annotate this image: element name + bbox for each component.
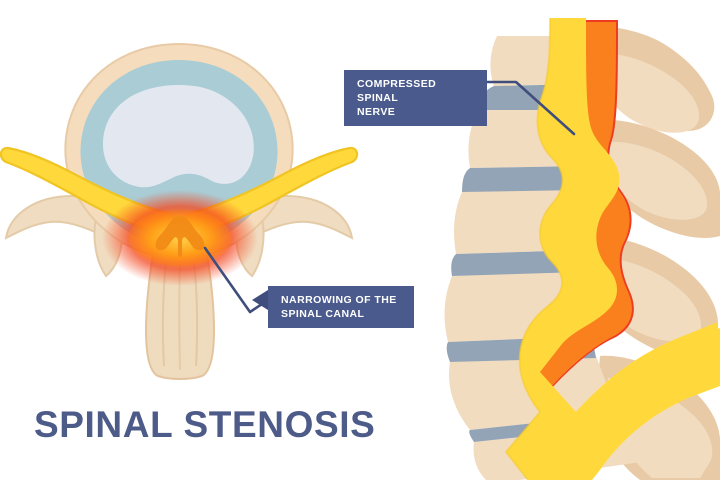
pointer-line-compressed-nerve <box>485 80 576 136</box>
figure-title: SPINAL STENOSIS <box>34 404 376 445</box>
callout-tail-canal <box>252 290 268 310</box>
nucleus-pulposus <box>102 85 254 188</box>
axial-vertebra-view <box>0 42 359 380</box>
callout-narrowing-spinal-canal: Narrowing of the spinal canal <box>268 286 414 328</box>
spinal-canal-narrowing <box>102 190 258 286</box>
lateral-spine-view <box>444 17 720 480</box>
callout-compressed-spinal-nerve: Compressed spinal nerve <box>344 70 487 126</box>
